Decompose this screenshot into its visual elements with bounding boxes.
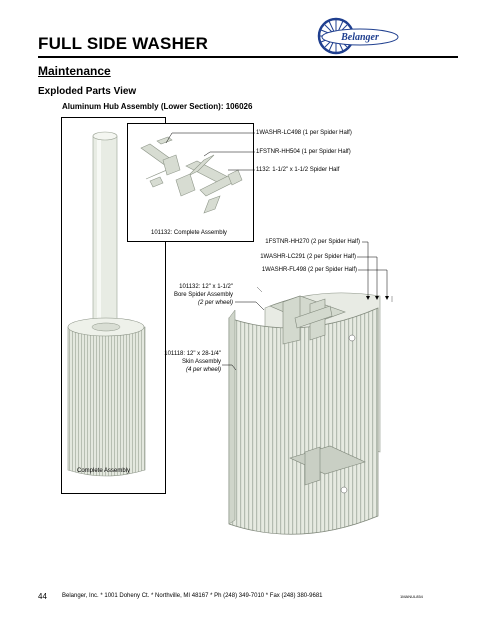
callout-washer-lc291: 1WASHR-LC291 (2 per Spider Half) bbox=[260, 254, 356, 260]
section-title: Maintenance bbox=[38, 64, 111, 78]
page-number: 44 bbox=[38, 592, 47, 601]
callout-washer-fl498: 1WASHR-FL498 (2 per Spider Half) bbox=[261, 267, 357, 273]
callout-spider-half: 1132: 1-1/2" x 1-1/2 Spider Half bbox=[256, 167, 340, 173]
complete-assembly-label: Complete Assembly bbox=[77, 468, 131, 474]
complete-assembly-frame bbox=[61, 117, 166, 494]
callout-fastener-hh270: 1FSTNR-HH270 (2 per Spider Half) bbox=[265, 239, 360, 245]
page-title: FULL SIDE WASHER bbox=[38, 34, 209, 53]
bore-spider-label-1: 101132: 12" x 1-1/2" bbox=[179, 284, 233, 290]
logo-graphic: Belanger bbox=[317, 17, 399, 55]
skin-assembly-label-3: (4 per wheel) bbox=[185, 367, 221, 373]
skin-assembly-label-1: 101118: 12" x 28-1/4" bbox=[164, 351, 221, 357]
bore-spider-label-3: (2 per wheel) bbox=[197, 300, 233, 306]
footer-code: 1MANUL854 bbox=[400, 594, 423, 599]
bore-spider-label-2: Bore Spider Assembly bbox=[173, 292, 233, 298]
assembly-title: Aluminum Hub Assembly (Lower Section): 1… bbox=[62, 102, 253, 111]
callout-fastener-hh504: 1FSTNR-HH504 (1 per Spider Half) bbox=[256, 149, 351, 155]
header-rule bbox=[38, 56, 458, 58]
subsection-title: Exploded Parts View bbox=[38, 86, 137, 97]
logo-text: Belanger bbox=[340, 32, 379, 43]
spider-complete-label: 101132: Complete Assembly bbox=[151, 230, 227, 236]
skin-assembly-label-2: Skin Assembly bbox=[181, 359, 221, 365]
callout-washer-lc498: 1WASHR-LC498 (1 per Spider Half) bbox=[256, 130, 352, 136]
belanger-logo: Belanger bbox=[314, 16, 400, 56]
footer-address: Belanger, Inc. * 1001 Doheny Ct. * North… bbox=[62, 593, 323, 599]
